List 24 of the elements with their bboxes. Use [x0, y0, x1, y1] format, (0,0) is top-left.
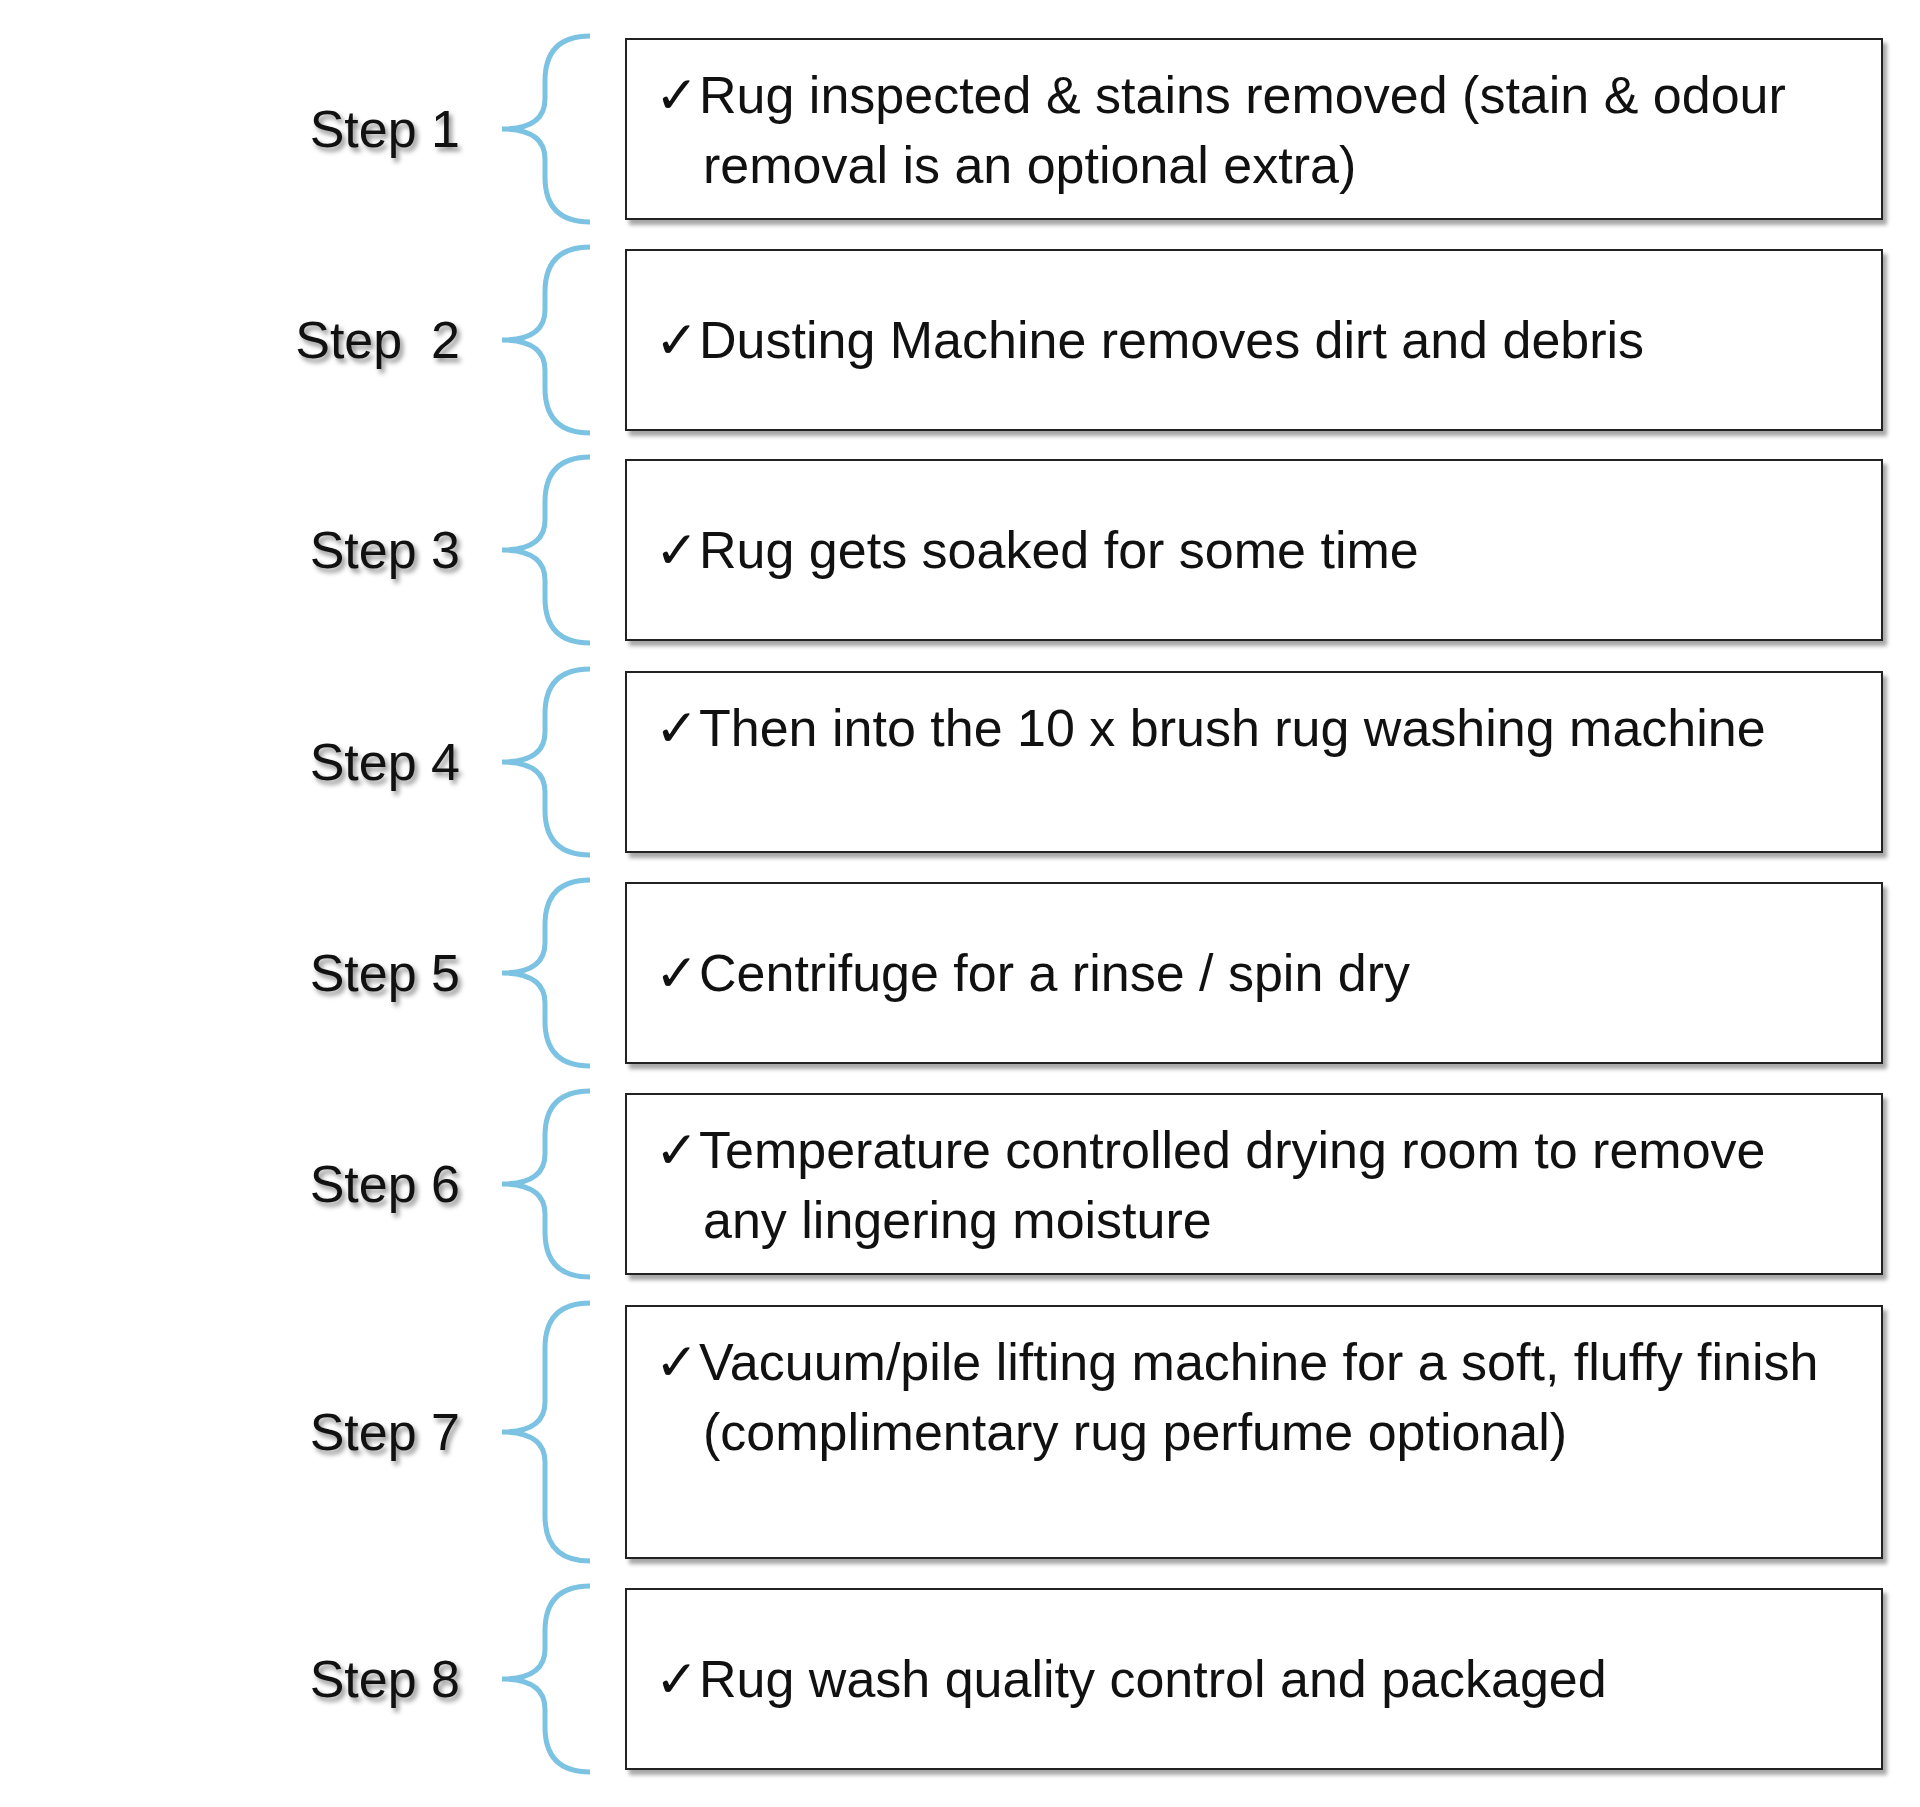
step-box — [625, 1588, 1883, 1770]
step-label: Step 1 — [309, 99, 460, 159]
step-label: Step 3 — [309, 520, 460, 580]
step-label: Step 5 — [309, 943, 460, 1003]
step-box — [625, 1305, 1883, 1559]
step-box — [625, 459, 1883, 641]
step-description: ✓Vacuum/pile lifting machine for a soft, fluffy finish (complimentary rug perfume optional) — [655, 1332, 1820, 1463]
step-label: Step 2 — [295, 310, 460, 370]
step-description: ✓Rug gets soaked for some time — [655, 520, 1419, 581]
step-description: ✓Centrifuge for a rinse / spin dry — [655, 943, 1410, 1004]
step-box — [625, 671, 1883, 853]
step-label: Step 6 — [309, 1154, 460, 1214]
step-box — [625, 882, 1883, 1064]
step-description: ✓Temperature controlled drying room to remove any lingering moisture — [655, 1120, 1767, 1251]
step-description: ✓Dusting Machine removes dirt and debris — [655, 310, 1645, 371]
step-description: ✓Rug wash quality control and packaged — [655, 1649, 1607, 1710]
step-box — [625, 38, 1883, 220]
step-label: Step 4 — [309, 732, 460, 792]
step-label: Step 8 — [309, 1649, 460, 1709]
step-box — [625, 249, 1883, 431]
step-description: ✓Then into the 10 x brush rug washing machine — [655, 698, 1766, 759]
step-label: Step 7 — [309, 1402, 460, 1462]
step-description: ✓Rug inspected & stains removed (stain & odour removal is an optional extra) — [655, 65, 1787, 196]
step-box — [625, 1093, 1883, 1275]
